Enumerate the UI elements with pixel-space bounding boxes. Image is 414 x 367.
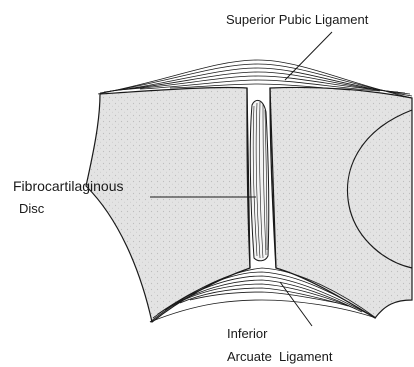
label-fibrocartilaginous: Fibrocartilaginous [13,179,124,193]
label-arcuate-ligament: Arcuate Ligament [227,350,333,363]
leader-line-inferior [280,282,312,326]
left-pubic-bone [86,87,250,322]
label-inferior: Inferior [227,327,267,340]
label-disc: Disc [19,202,44,215]
label-superior-pubic-ligament: Superior Pubic Ligament [226,13,368,26]
fibrocartilaginous-disc [250,100,269,260]
right-pubic-bone [270,87,412,318]
